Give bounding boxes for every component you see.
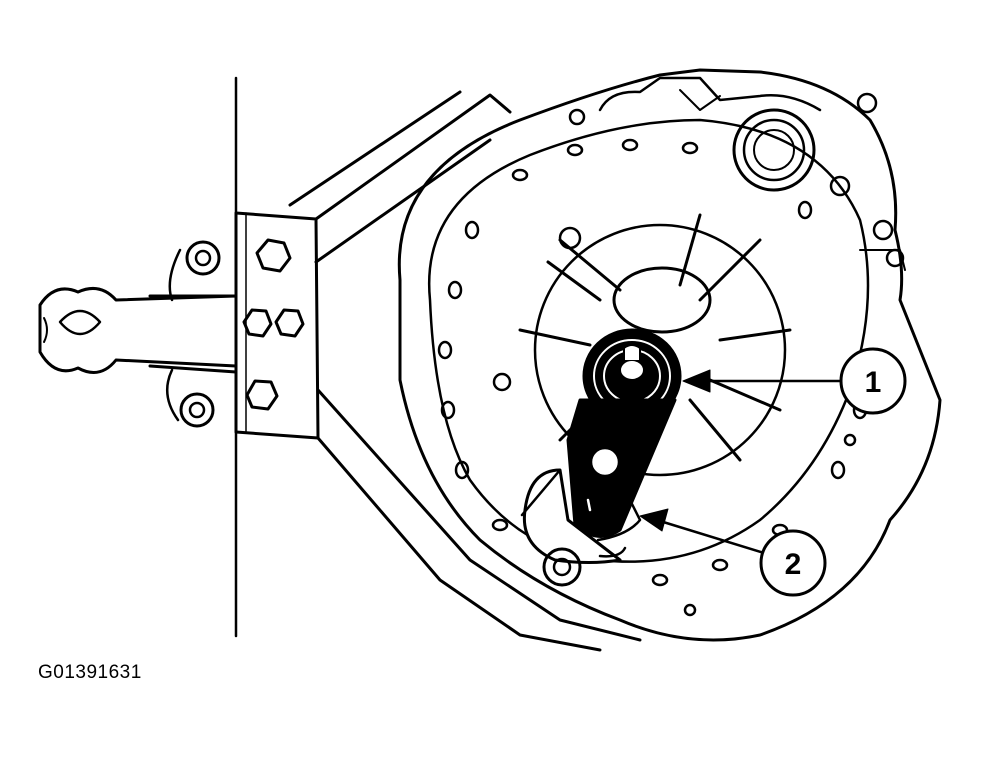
callout-2: 2 [639, 508, 827, 597]
fork-pivot-bracket [520, 468, 642, 564]
transaxle-housing [397, 68, 942, 642]
release-fork [566, 398, 677, 538]
housing-bolt [542, 547, 582, 587]
callout-2-label: 2 [785, 548, 802, 581]
mounting-plate [234, 211, 320, 440]
callout-1-label: 1 [865, 366, 882, 399]
figure-id-label: G01391631 [38, 662, 142, 683]
support-arm [38, 240, 238, 428]
tie-bars [288, 90, 642, 652]
callout-1: 1 [682, 347, 907, 415]
